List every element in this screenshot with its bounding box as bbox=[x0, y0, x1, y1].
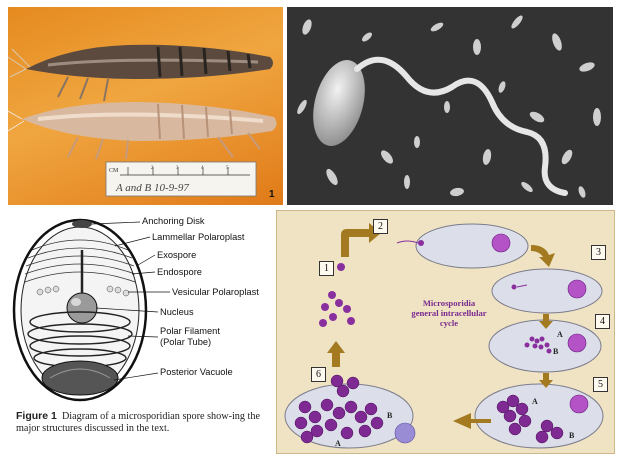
scale-ruler: CM 2 3 4 5 A and B 10-9-97 bbox=[106, 162, 256, 196]
step-2-label: 2 bbox=[373, 219, 388, 234]
cycle-title-line3: cycle bbox=[389, 318, 509, 328]
figure-number: 1 bbox=[269, 189, 275, 200]
label-posterior-vacuole: Posterior Vacuole bbox=[160, 367, 233, 377]
caption-figure-label: Figure 1 bbox=[16, 410, 57, 422]
spore-diagram: Anchoring Disk Lammellar Polaroplast Exo… bbox=[10, 210, 282, 450]
cycle-title: Microsporidia general intracellular cycl… bbox=[389, 298, 509, 328]
step-6-label: 6 bbox=[311, 367, 326, 382]
infecting-spore bbox=[418, 240, 424, 246]
step-1-label: 1 bbox=[319, 261, 334, 276]
cycle-title-line1: Microsporidia bbox=[389, 298, 509, 308]
host-nucleus-6 bbox=[395, 423, 415, 443]
label-vesicular-polaroplast: Vesicular Polaroplast bbox=[172, 287, 259, 297]
cycle-title-line2: general intracellular bbox=[389, 308, 509, 318]
life-cycle-diagram: 1 2 3 4 5 6 Microsporidia general intrac… bbox=[276, 210, 615, 454]
label-polar-tube: (Polar Tube) bbox=[160, 337, 211, 347]
shrimp-photo: CM 2 3 4 5 A and B 10-9-97 1 bbox=[8, 7, 283, 205]
cell-5-label-a: A bbox=[532, 397, 538, 406]
step-3-label: 3 bbox=[591, 245, 606, 260]
cell-6-label-a: A bbox=[335, 439, 341, 448]
shrimp-lower bbox=[8, 102, 277, 159]
cell-4-label-b: B bbox=[553, 347, 558, 356]
ruler-handwriting: A and B 10-9-97 bbox=[115, 182, 189, 194]
label-polar-filament: Polar Filament bbox=[160, 326, 220, 336]
shrimp-upper bbox=[8, 45, 273, 101]
label-lamellar-polaroplast: Lammellar Polaroplast bbox=[152, 232, 245, 242]
cell-5-label-b: B bbox=[569, 431, 574, 440]
step-4-label: 4 bbox=[595, 314, 610, 329]
label-endospore: Endospore bbox=[157, 267, 202, 277]
label-exospore: Exospore bbox=[157, 250, 196, 260]
label-anchoring-disk: Anchoring Disk bbox=[142, 216, 205, 226]
sem-micrograph bbox=[287, 7, 613, 205]
label-nucleus: Nucleus bbox=[160, 307, 194, 317]
step-5-label: 5 bbox=[593, 377, 608, 392]
cell-4-label-a: A bbox=[557, 330, 563, 339]
cell-6-label-b: B bbox=[387, 411, 392, 420]
host-cells bbox=[285, 224, 603, 448]
ruler-unit: CM bbox=[109, 168, 119, 174]
figure-caption: Figure 1 Diagram of a microsporidian spo… bbox=[16, 410, 278, 435]
